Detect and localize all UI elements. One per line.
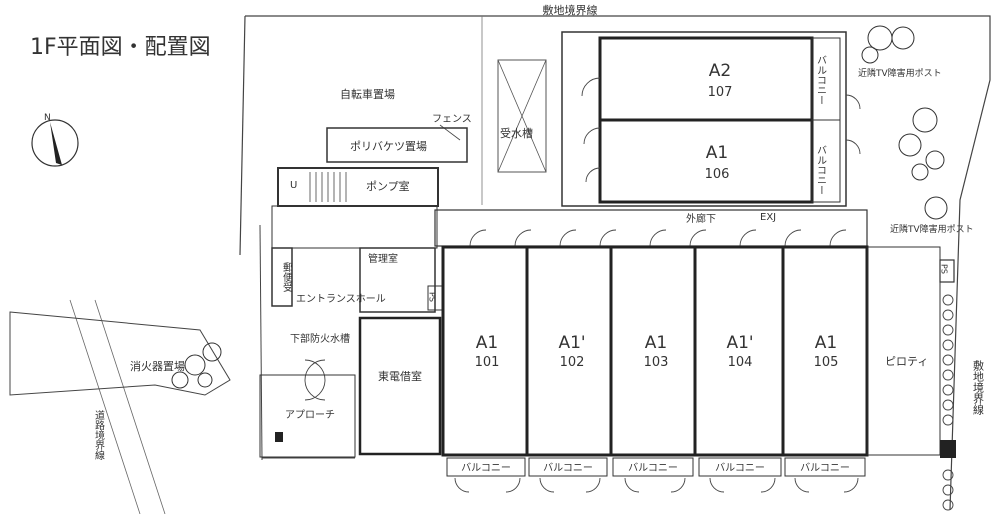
unit-107-type: A2 (709, 61, 731, 81)
exj-label: EXJ (760, 212, 776, 223)
ps-left-label: PS (428, 292, 437, 302)
balcony-103-label: バルコニー (628, 462, 678, 474)
upper-building (561, 31, 847, 207)
site-boundary-left (239, 15, 246, 256)
unit-107 (598, 36, 814, 122)
north-arrow: N (31, 113, 79, 167)
water-tank-label: 受水槽 (500, 127, 533, 140)
approach-area (259, 374, 356, 458)
manager-room-label: 管理室 (368, 252, 398, 265)
unit-103-number: 103 (644, 355, 669, 370)
unit-106-number: 106 (705, 167, 730, 182)
storage-room-label: 東電借室 (378, 369, 422, 383)
approach-marker (275, 432, 283, 442)
unit-103-type: A1 (645, 333, 667, 353)
unit-105-number: 105 (814, 355, 839, 370)
bottom-balconies (446, 457, 866, 477)
balcony-106-label: バルコニー (815, 145, 827, 195)
hedge-right (942, 294, 954, 511)
road-boundary-label: 道路境界線 (93, 409, 105, 460)
entrance-hall-label: エントランスホール (296, 293, 386, 305)
fence-label: フェンス (432, 114, 472, 125)
unit-107-number: 107 (708, 85, 733, 100)
unit-102-number: 102 (560, 355, 585, 370)
ps-right-label: PS (940, 264, 949, 274)
unit-104-number: 104 (728, 355, 753, 370)
storage-room (358, 316, 442, 456)
pump-room-label: ポンプ室 (366, 179, 410, 193)
balcony-106 (811, 119, 841, 203)
tree-cluster-right (861, 25, 948, 220)
approach-label: アプローチ (285, 409, 335, 421)
balcony-104-label: バルコニー (715, 462, 765, 474)
entrance-doors (304, 359, 326, 401)
fire-extinguisher-label: 消火器置場 (130, 359, 185, 373)
right-marker (940, 440, 956, 458)
unit-102-type: A1' (558, 333, 585, 353)
unit-101-type: A1 (476, 333, 498, 353)
poly-bucket-area (326, 127, 468, 163)
entrance-top (271, 205, 438, 249)
ps-shaft-right (939, 259, 955, 283)
corridor-door-swings (469, 229, 847, 247)
site-boundary-lower-left (259, 224, 263, 461)
boundary-label-right: 敷地境界線 (972, 359, 985, 415)
boundary-label-top: 敷地境界線 (543, 3, 598, 17)
balcony-door-swings (454, 477, 859, 493)
plan-title: 1F平面図・配置図 (30, 35, 211, 60)
road-line (69, 299, 141, 514)
stairs (309, 172, 347, 202)
water-tank (497, 59, 547, 173)
road-line-2 (94, 299, 166, 514)
balcony-105-label: バルコニー (800, 462, 850, 474)
lower-fire-tank-label: 下部防火水槽 (290, 332, 350, 345)
unit-104-type: A1' (726, 333, 753, 353)
north-label: N (44, 113, 51, 123)
unit-105-type: A1 (815, 333, 837, 353)
bottom-units (441, 245, 869, 457)
mailbox-label: 郵便受 (281, 262, 293, 293)
mailbox (271, 247, 293, 307)
manager-room (359, 247, 436, 313)
unit-106-type: A1 (706, 143, 728, 163)
balcony-107-label: バルコニー (815, 55, 827, 105)
piloti (867, 246, 941, 456)
site-boundary (245, 15, 991, 511)
piloti-label: ピロティ (885, 355, 928, 368)
unit-101-number: 101 (475, 355, 500, 370)
tree-cluster-left (171, 342, 222, 389)
bicycle-parking-label: 自転車置場 (340, 87, 395, 101)
tv-post-lower-label: 近隣TV障害用ポスト (890, 223, 974, 235)
tv-post-upper-label: 近隣TV障害用ポスト (858, 67, 942, 79)
stair-mark: U (290, 180, 297, 191)
pump-room-block (277, 167, 439, 207)
fire-extinguisher-area (9, 311, 231, 396)
poly-bucket-label: ポリバケツ置場 (350, 140, 427, 153)
door-swings-upper (581, 77, 861, 183)
balcony-101-label: バルコニー (461, 462, 511, 474)
corridor-label: 外廊下 (686, 212, 716, 225)
unit-105 (781, 245, 869, 457)
balcony-102-label: バルコニー (543, 462, 593, 474)
